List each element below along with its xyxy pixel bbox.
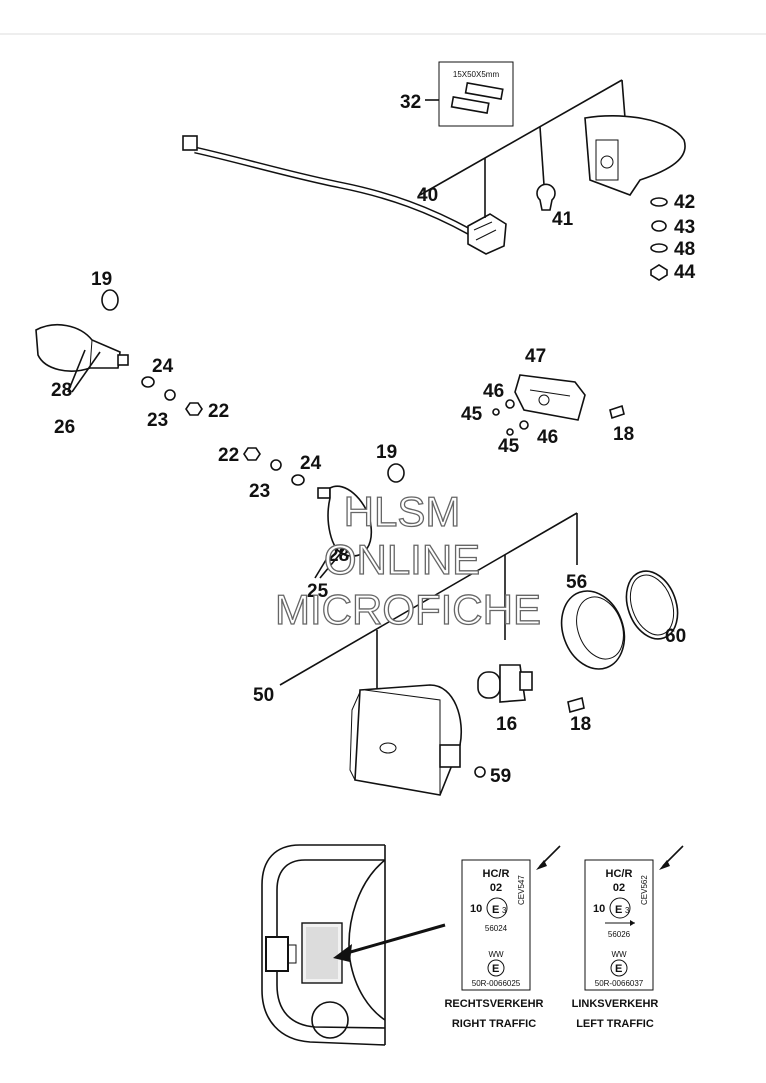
left-traffic-en: LEFT TRAFFIC [576,1018,654,1030]
svg-text:10: 10 [593,903,605,915]
rear-light-housing [584,115,686,196]
left-hardware [141,376,203,416]
part-24-right: 24 [300,453,322,474]
right-traffic-en: RIGHT TRAFFIC [452,1018,536,1030]
part-23-right: 23 [249,481,270,502]
svg-text:02: 02 [490,882,502,894]
svg-text:HC/R: HC/R [606,868,633,880]
left-indicator [35,289,129,393]
part-19-left: 19 [91,269,112,290]
part-60: 60 [665,626,686,647]
svg-text:50R-0066037: 50R-0066037 [595,979,644,988]
svg-text:WW: WW [488,950,504,959]
svg-text:56026: 56026 [608,930,631,939]
part-24-left: 24 [152,356,174,377]
part-50: 50 [253,685,274,706]
part-32: 32 [400,92,421,113]
svg-text:HC/R: HC/R [483,868,510,880]
watermark: HLSM ONLINE MICROFICHE [274,487,541,633]
part-48: 48 [674,239,695,260]
right-traffic-label: HC/R 02 10 E 3 56024 CEV547 WW E 50R-006… [444,845,561,1030]
part-42: 42 [674,192,695,213]
part-22-right: 22 [218,445,239,466]
watermark-line2: ONLINE [324,536,480,583]
part-40: 40 [417,185,438,206]
svg-text:56024: 56024 [485,924,508,933]
right-traffic-de: RECHTSVERKEHR [444,998,543,1010]
part-28-right: 28 [328,545,349,566]
part-46-upper: 46 [483,381,504,402]
svg-text:E: E [615,904,622,916]
svg-text:10: 10 [470,903,482,915]
part-16: 16 [496,714,517,735]
part-numbers: 32 40 41 42 43 48 44 19 28 26 24 23 22 2… [51,92,696,787]
watermark-line3: MICROFICHE [275,586,541,633]
part-18-lower: 18 [570,714,591,735]
pad-size-label: 15X50X5mm [453,70,500,79]
part-44: 44 [674,262,696,283]
svg-text:3: 3 [625,906,630,915]
hardware-stack [650,197,668,281]
headlight-bulb [477,664,585,714]
svg-text:E: E [615,963,622,975]
part-45-upper: 45 [461,404,483,425]
part-41: 41 [552,209,574,230]
label-location-sketch [261,844,446,1046]
part-56: 56 [566,572,587,593]
part-28-left: 28 [51,380,72,401]
watermark-line1: HLSM [344,488,461,535]
right-hardware [243,447,405,486]
svg-text:CEV562: CEV562 [640,875,649,905]
left-traffic-label: HC/R 02 10 E 3 56026 CEV562 WW E 50R-006… [572,845,684,1030]
headlight-rim [560,570,679,670]
svg-text:50R-0066025: 50R-0066025 [472,979,521,988]
svg-text:E: E [492,904,499,916]
svg-text:E: E [492,963,499,975]
part-47: 47 [525,346,546,367]
right-indicator [314,485,372,579]
part-59: 59 [490,766,511,787]
part-19-right: 19 [376,442,397,463]
svg-text:CEV547: CEV547 [517,875,526,905]
part-25: 25 [307,581,329,602]
left-traffic-de: LINKSVERKEHR [572,998,659,1010]
part-46-lower: 46 [537,427,558,448]
part-23-left: 23 [147,410,168,431]
headlight-unit [349,684,486,796]
rear-light-wiring [182,79,626,255]
svg-text:3: 3 [502,906,507,915]
svg-text:WW: WW [611,950,627,959]
part-18-upper: 18 [613,424,634,445]
svg-text:02: 02 [613,882,625,894]
part-43: 43 [674,217,695,238]
part-22-left: 22 [208,401,229,422]
part-45-lower: 45 [498,436,520,457]
pad-box: 15X50X5mm [438,61,514,127]
license-light [492,374,625,436]
part-26: 26 [54,417,75,438]
